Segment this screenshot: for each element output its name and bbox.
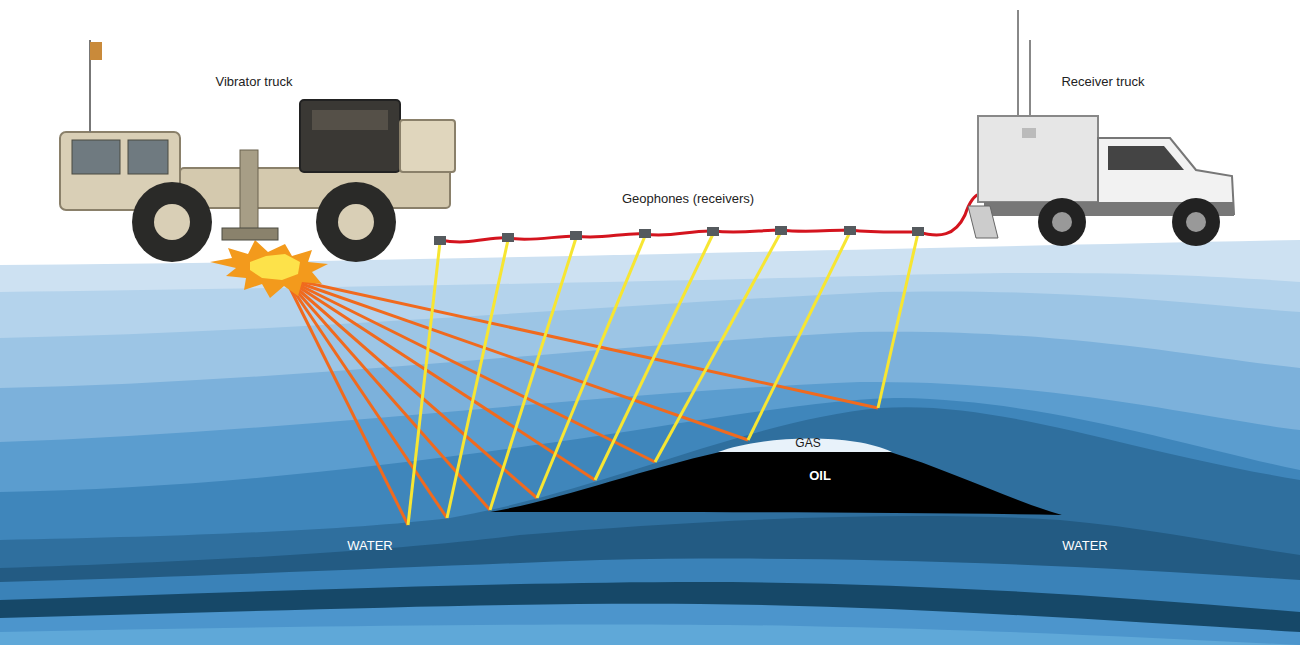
- fluid-label: OIL: [809, 468, 831, 484]
- rock-layer: [0, 332, 1300, 645]
- rock-layer: [0, 604, 1300, 645]
- geophones: [434, 226, 924, 245]
- fluid-label: WATER: [1062, 538, 1108, 554]
- reservoir-layer: [0, 407, 1300, 645]
- truck-label: Receiver truck: [1061, 74, 1144, 90]
- rock-layer: [0, 398, 1300, 645]
- rock-layer: [0, 240, 1300, 645]
- rock-layer: [0, 273, 1300, 645]
- vibration-burst-core: [250, 254, 300, 280]
- truck-label: Vibrator truck: [215, 74, 292, 90]
- rock-layer: [0, 559, 1300, 645]
- fluid-label: WATER: [347, 538, 393, 554]
- reflected-waves: [408, 232, 918, 525]
- rock-layer: [0, 516, 1300, 645]
- receiver-truck: [968, 10, 1234, 246]
- rock-layer: [0, 624, 1300, 645]
- rock-layer: [0, 582, 1300, 645]
- rock-layer: [0, 291, 1300, 645]
- vibration-burst: [210, 240, 328, 298]
- rock-layers: [0, 240, 1300, 645]
- receiver-label: Geophones (receivers): [622, 191, 754, 207]
- incident-waves: [285, 278, 878, 525]
- rock-layer: [0, 382, 1300, 645]
- oil-reservoir: [490, 452, 1062, 515]
- vibrator-truck: [60, 40, 455, 262]
- fluid-label: GAS: [795, 435, 820, 451]
